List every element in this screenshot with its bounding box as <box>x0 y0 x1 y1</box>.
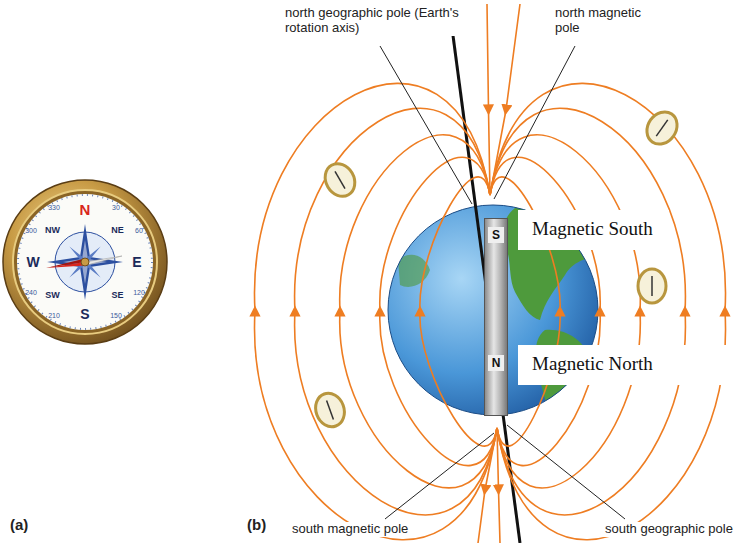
compass-degree: 330 <box>48 204 60 212</box>
leader-lines <box>380 46 625 519</box>
label-box: Magnetic South <box>518 210 669 250</box>
compass-letter: N <box>80 201 91 218</box>
bar-magnet: SN <box>484 218 508 416</box>
pole-callout: north magnetic pole <box>553 6 649 36</box>
compass-degree: 60 <box>135 227 143 235</box>
pole-letter: S <box>488 227 504 243</box>
compass-letter: NE <box>111 224 124 234</box>
compass-letter: E <box>132 254 141 270</box>
compass-degree: 300 <box>25 227 37 235</box>
compass-photo <box>3 180 167 344</box>
compass-letter: SW <box>45 289 60 299</box>
compass-degree: 30 <box>112 204 120 212</box>
compass-degree: 240 <box>25 289 37 297</box>
compass-letter: S <box>80 306 89 322</box>
pole-callout: south magnetic pole <box>290 522 410 537</box>
compass-letter: SE <box>111 289 123 299</box>
pole-callout: south geographic pole <box>603 522 735 537</box>
compass-degree: 150 <box>110 312 122 320</box>
compass-degree: 210 <box>48 312 60 320</box>
panel-letter: (b) <box>245 516 268 533</box>
pole-letter: N <box>488 355 504 371</box>
compass-letter: W <box>26 254 39 270</box>
label-box: Magnetic North <box>518 345 751 385</box>
compass-degree: 120 <box>133 289 145 297</box>
axis-callout: north geographic pole (Earth's rotation … <box>283 6 462 36</box>
compass-letter: NW <box>45 224 60 234</box>
box-text: Magnetic South <box>532 218 655 240</box>
field-lines <box>255 4 726 543</box>
panel-letter: (a) <box>8 516 30 533</box>
box-text: Magnetic North <box>532 353 737 375</box>
